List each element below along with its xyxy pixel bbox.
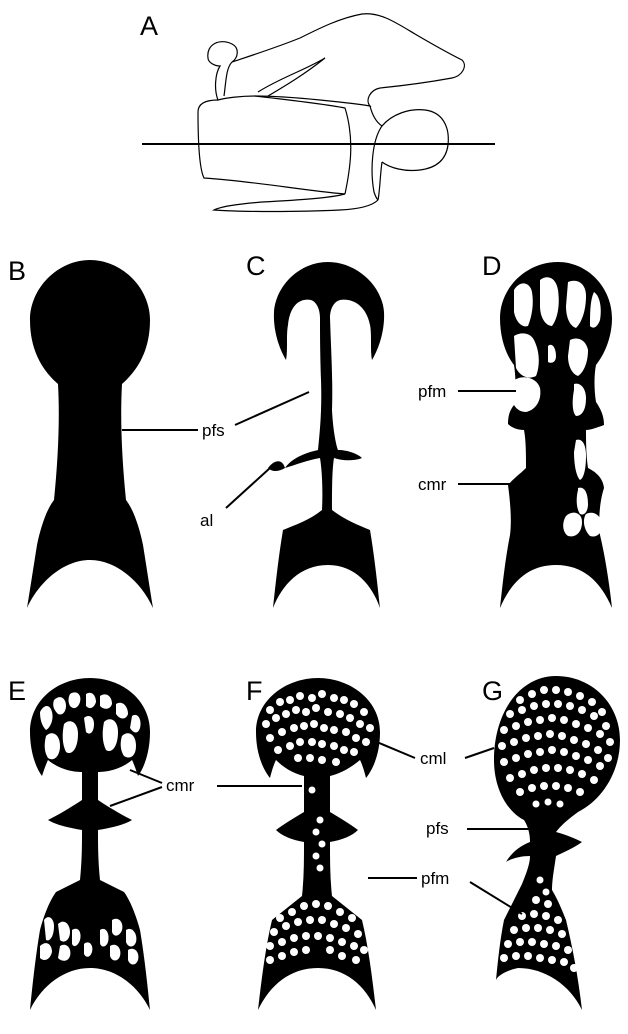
panel-label-f: F (246, 676, 263, 706)
panel-c: C (246, 251, 384, 608)
leader-al-c (226, 468, 270, 508)
label-pfm-f: pfm (421, 869, 449, 888)
panel-label-c: C (246, 251, 266, 281)
panel-label-a: A (140, 11, 158, 41)
label-pfs-g: pfs (426, 819, 449, 838)
accessory-lamina-fragment (268, 461, 285, 471)
lamina-section-c (273, 262, 384, 608)
panel-e: E (8, 676, 150, 1010)
label-cml-f: cml (420, 749, 446, 768)
panel-d: D (482, 251, 612, 608)
leader-pfm-g (470, 882, 522, 914)
solid-section-b (27, 260, 153, 608)
panel-label-b: B (8, 256, 26, 286)
leader-cml-g (465, 748, 494, 758)
leader-cmr-e-lower (110, 787, 162, 806)
leader-cmr-e-upper (130, 770, 162, 783)
panel-b: B (8, 256, 153, 608)
panel-a: A (140, 11, 495, 212)
panel-f: F (246, 676, 380, 1010)
label-cmr-e: cmr (166, 776, 195, 795)
label-pfm-d: pfm (418, 382, 446, 401)
leader-pfs-c (235, 392, 309, 425)
label-al-c: al (200, 511, 213, 530)
camellate-section-f (256, 678, 380, 1010)
label-cmr-d: cmr (418, 475, 447, 494)
vertebra-lateral-outline (198, 14, 464, 212)
panel-label-d: D (482, 251, 502, 281)
panel-g: G (482, 676, 620, 1010)
panel-label-e: E (8, 676, 26, 706)
panel-label-g: G (482, 676, 503, 706)
label-pfs-b: pfs (202, 421, 225, 440)
